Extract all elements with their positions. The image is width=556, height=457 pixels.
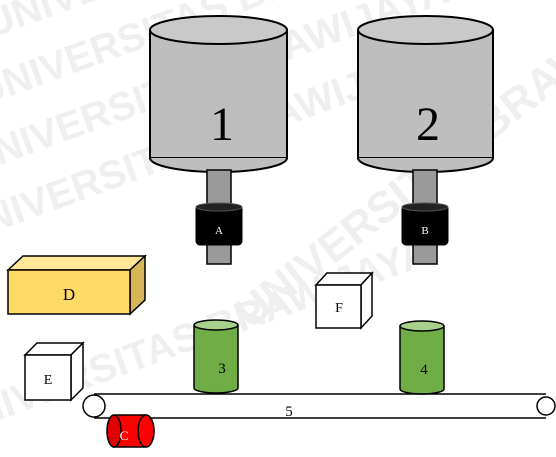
pipe-1-lower: [206, 242, 232, 265]
tank-2: 2: [357, 15, 494, 173]
motor-c-end: [137, 414, 155, 448]
block-e: E: [23, 341, 85, 402]
pipe-2-lower: [412, 242, 438, 265]
cup-3-top: [193, 319, 239, 331]
valve-b-rim: [401, 202, 449, 212]
motor-c: C: [106, 414, 155, 448]
block-e-label: E: [44, 373, 53, 388]
cup-4-top: [399, 320, 445, 332]
block-d-front: [7, 269, 131, 315]
cup-3-label: 3: [218, 361, 226, 377]
tank-2-label: 2: [416, 98, 440, 151]
cup-3: 3: [193, 319, 239, 394]
tank-1: 1: [149, 15, 288, 173]
pipe-2: [412, 169, 438, 265]
block-d-top: [6, 255, 147, 271]
pipe-1-upper: [206, 169, 232, 208]
conveyor-roller-right: [536, 396, 556, 416]
cup-4: 4: [399, 320, 445, 395]
tank-1-top: [149, 15, 288, 45]
conveyor-roller-left: [82, 394, 106, 418]
block-d-label: D: [63, 285, 75, 304]
cup-4-body: [399, 325, 445, 395]
motor-c-face: [106, 414, 122, 448]
block-f-label: F: [335, 301, 343, 316]
valve-a-rim: [195, 202, 243, 212]
valve-b-label: B: [421, 225, 428, 237]
valve-a: A: [195, 202, 243, 246]
block-f-front: [315, 284, 362, 329]
tank-1-label: 1: [210, 98, 234, 151]
pipe-2-upper: [412, 169, 438, 208]
block-d: D: [6, 254, 147, 316]
tank-2-top: [357, 15, 494, 45]
motor-c-label: C: [120, 428, 129, 443]
tank-2-body: [357, 29, 494, 159]
pipe-1: [206, 169, 232, 265]
valve-a-label: A: [215, 225, 223, 237]
conveyor-label: 5: [285, 404, 293, 420]
block-e-front: [24, 354, 72, 401]
cup-4-label: 4: [420, 362, 428, 378]
cup-3-body: [193, 324, 239, 394]
conveyor: 5: [82, 393, 556, 420]
valve-b: B: [401, 202, 449, 246]
block-f: F: [314, 271, 374, 330]
